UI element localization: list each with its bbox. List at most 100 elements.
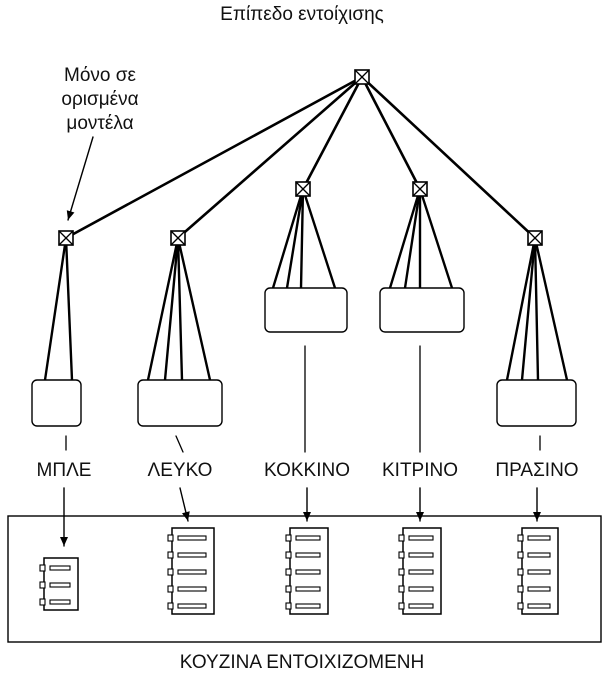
arrow-yellow-head	[416, 512, 424, 521]
arrow-green-head	[533, 512, 541, 521]
trunk-line-2	[176, 75, 364, 240]
connector-icon-yellow-pin-4	[398, 585, 405, 593]
connector-icon-white-pin-3	[167, 568, 174, 576]
fan-line-1-1	[43, 236, 68, 382]
connector-icon-green-pin-4	[517, 585, 524, 593]
trunk-line-3	[301, 75, 364, 191]
tick-white	[175, 435, 184, 453]
connector-icon-blue-slot-1	[49, 565, 71, 571]
top-junction-node-cross-b	[354, 69, 370, 85]
trunk-line-5	[360, 75, 537, 240]
connector-icon-white-slot-4	[177, 586, 207, 592]
fan-line-1-2	[64, 236, 74, 382]
connector-icon-red-pin-1	[285, 534, 292, 542]
arrow-blue-head	[60, 537, 68, 546]
connector-icon-yellow-slot-1	[408, 535, 434, 541]
note-arrow	[67, 136, 94, 221]
connector-icon-blue-pin-2	[39, 581, 46, 589]
fan-line-3-2	[285, 187, 305, 290]
connector-icon-green-pin-3	[517, 568, 524, 576]
fan-line-4-2	[403, 187, 422, 290]
junction-node-white-cross-b	[170, 230, 186, 246]
connector-icon-yellow-pin-5	[398, 602, 405, 610]
connector-icon-blue-pin-1	[39, 564, 46, 572]
connector-icon-blue-slot-3	[49, 599, 71, 605]
fan-line-3-4	[301, 187, 337, 290]
fan-line-5-1	[505, 236, 537, 382]
connector-icon-yellow-pin-3	[398, 568, 405, 576]
unit-box-2	[137, 379, 223, 427]
connector-icon-red-pin-2	[285, 551, 292, 559]
connector-icon-white-slot-5	[177, 603, 207, 609]
connector-icon-white-pin-5	[167, 602, 174, 610]
connector-icon-white-slot-3	[177, 569, 207, 575]
fan-line-2-2	[163, 236, 180, 382]
connector-icon-red-slot-1	[295, 535, 321, 541]
note-line-2: ορισμένα	[61, 89, 139, 110]
color-label-yellow: ΚΙΤΡΙΝΟ	[381, 460, 459, 481]
unit-box-5	[496, 379, 577, 427]
connector-icon-yellow-slot-3	[408, 569, 434, 575]
connector-icon-red-slot-4	[295, 586, 321, 592]
fan-line-5-4	[533, 236, 569, 382]
unit-box-3	[264, 287, 348, 333]
color-label-red: ΚΟΚΚΙΝΟ	[264, 460, 350, 481]
connector-icon-blue-slot-2	[49, 582, 71, 588]
arrow-white-head	[181, 511, 190, 521]
connector-icon-green-slot-2	[527, 552, 551, 558]
note-text: Μόνο σε ορισμένα μοντέλα	[30, 64, 170, 136]
trunk-line-4	[360, 75, 422, 191]
note-line-1: Μόνο σε	[64, 65, 136, 86]
connector-icon-red-pin-3	[285, 568, 292, 576]
connector-icon-green-slot-3	[527, 569, 551, 575]
connector-icon-green-pin-2	[517, 551, 524, 559]
diagram-title: Επίπεδο εντοίχισης	[220, 4, 384, 25]
fan-line-5-3	[533, 236, 540, 382]
trunk-line-1	[64, 75, 364, 240]
fan-line-3-1	[271, 187, 305, 290]
junction-node-green-cross-b	[527, 230, 543, 246]
connector-icon-red-slot-3	[295, 569, 321, 575]
arrow-red-head	[303, 512, 311, 521]
connector-icon-yellow-pin-2	[398, 551, 405, 559]
color-label-white: ΛΕΥΚΟ	[147, 460, 213, 481]
connector-icon-yellow-slot-5	[408, 603, 434, 609]
color-label-blue: ΜΠΛΕ	[36, 460, 92, 481]
connector-icon-green-slot-4	[527, 586, 551, 592]
connector-icon-white-slot-1	[177, 535, 207, 541]
connector-icon-red-slot-5	[295, 603, 321, 609]
junction-node-red-cross-b	[295, 181, 311, 197]
connector-icon-green-slot-5	[527, 603, 551, 609]
note-line-3: μοντέλα	[66, 113, 134, 134]
connector-icon-white-pin-4	[167, 585, 174, 593]
connector-icon-yellow-pin-1	[398, 534, 405, 542]
connector-icon-white-slot-2	[177, 552, 207, 558]
connector-icon-red-pin-5	[285, 602, 292, 610]
fan-line-2-1	[146, 236, 180, 382]
fan-line-4-4	[418, 187, 454, 290]
fan-line-3-3	[299, 187, 305, 290]
unit-box-4	[379, 287, 465, 333]
fan-line-5-2	[520, 236, 537, 382]
connector-icon-white-pin-2	[167, 551, 174, 559]
fan-line-4-1	[388, 187, 422, 290]
connector-icon-blue-pin-3	[39, 598, 46, 606]
connector-icon-yellow-slot-4	[408, 586, 434, 592]
junction-node-blue-cross-b	[58, 230, 74, 246]
connector-icon-green-slot-1	[527, 535, 551, 541]
fan-line-2-4	[176, 236, 212, 382]
fan-line-2-3	[176, 236, 184, 382]
connector-icon-green-pin-5	[517, 602, 524, 610]
note-arrow-head	[66, 210, 75, 220]
connector-icon-green-pin-1	[517, 534, 524, 542]
diagram-caption: ΚΟΥΖΙΝΑ ΕΝΤΟΙΧΙΖΟΜΕΝΗ	[179, 652, 425, 673]
connector-icon-yellow-slot-2	[408, 552, 434, 558]
kitchen-frame	[7, 515, 602, 643]
connector-icon-red-pin-4	[285, 585, 292, 593]
unit-box-1	[31, 379, 82, 427]
connector-icon-white-pin-1	[167, 534, 174, 542]
connector-icon-red-slot-2	[295, 552, 321, 558]
color-label-green: ΠΡΑΣΙΝΟ	[495, 460, 579, 481]
